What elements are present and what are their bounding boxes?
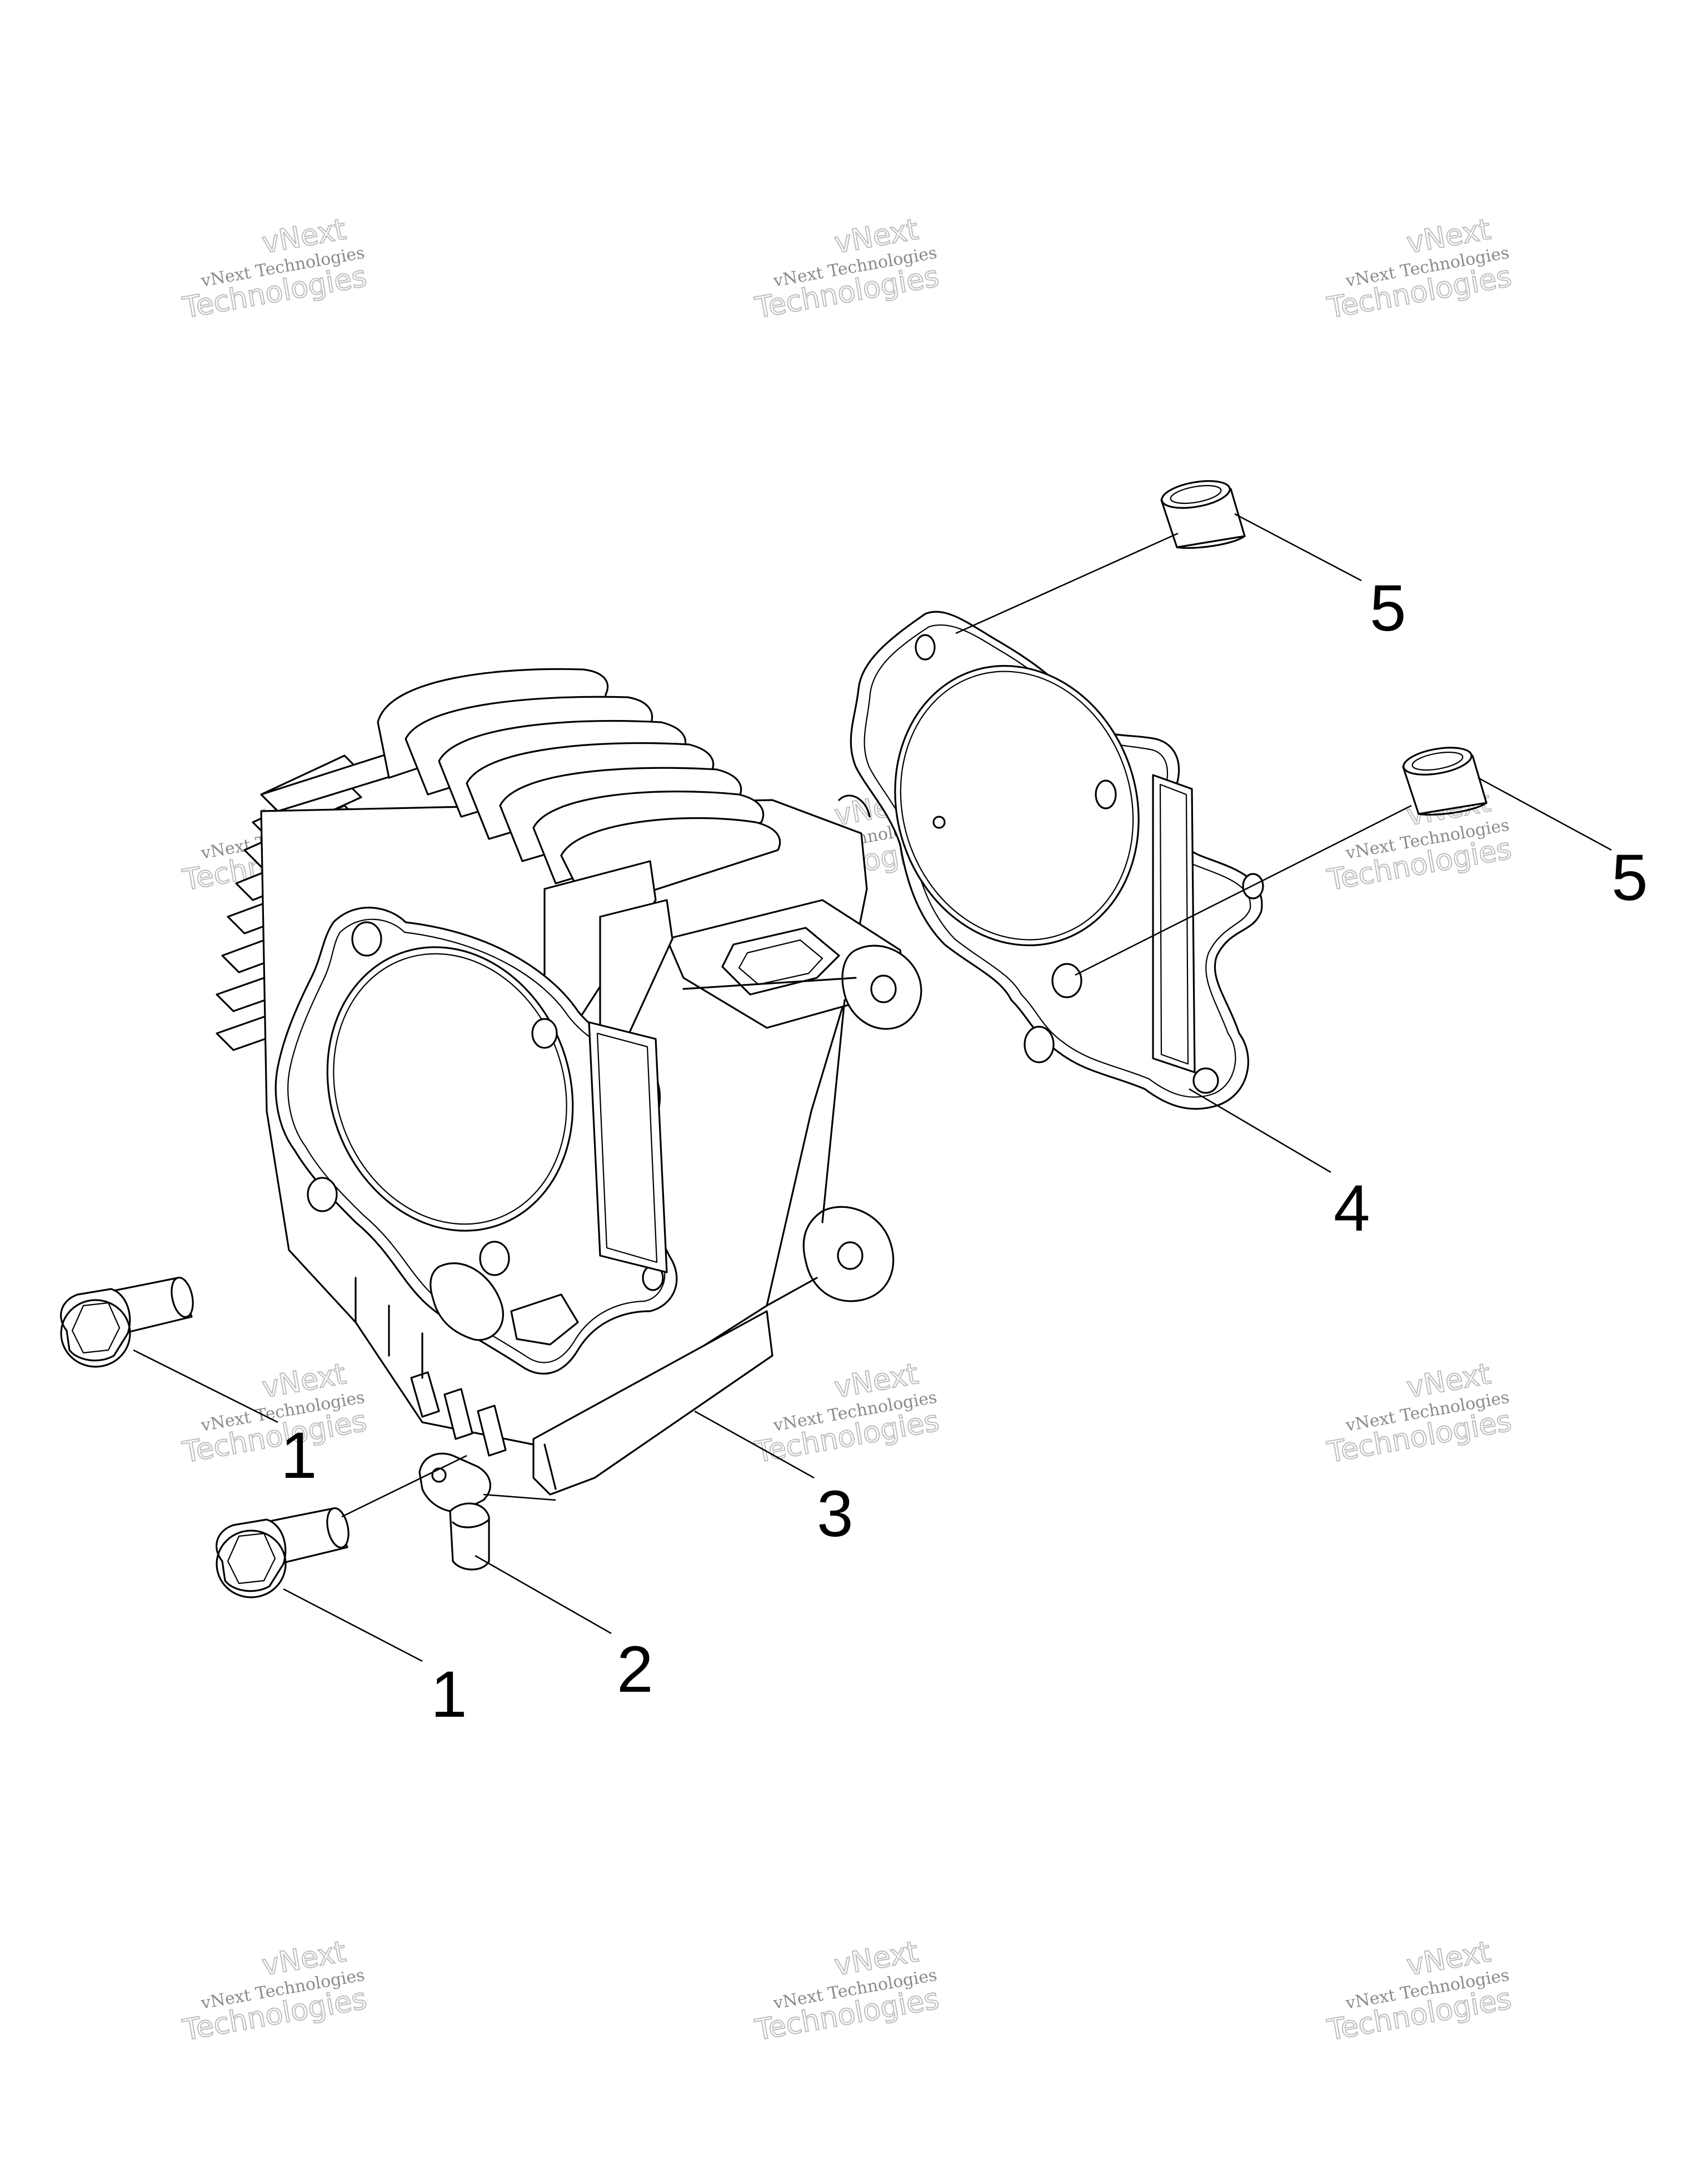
- callout-3: 3: [817, 1477, 854, 1551]
- leader-lines: [133, 513, 1612, 1662]
- callout-2: 2: [617, 1633, 653, 1706]
- callout-4: 4: [1334, 1172, 1370, 1245]
- cylinder-base-gasket: [838, 611, 1264, 1110]
- callout-5-lower: 5: [1611, 841, 1648, 914]
- callout-labels: 5 5 4 3 2 1 1: [281, 572, 1648, 1731]
- dowel-pin-upper: [1160, 480, 1246, 549]
- callout-1-lower: 1: [431, 1658, 467, 1731]
- flange-bolt-upper: [60, 1276, 194, 1368]
- hose-clamp-bracket: [418, 1452, 491, 1571]
- dowel-pin-lower: [1402, 747, 1488, 816]
- flange-bolt-lower: [216, 1507, 350, 1598]
- cylinder-block: [216, 668, 922, 1496]
- callout-5-upper: 5: [1370, 572, 1406, 645]
- callout-1-upper: 1: [281, 1419, 317, 1492]
